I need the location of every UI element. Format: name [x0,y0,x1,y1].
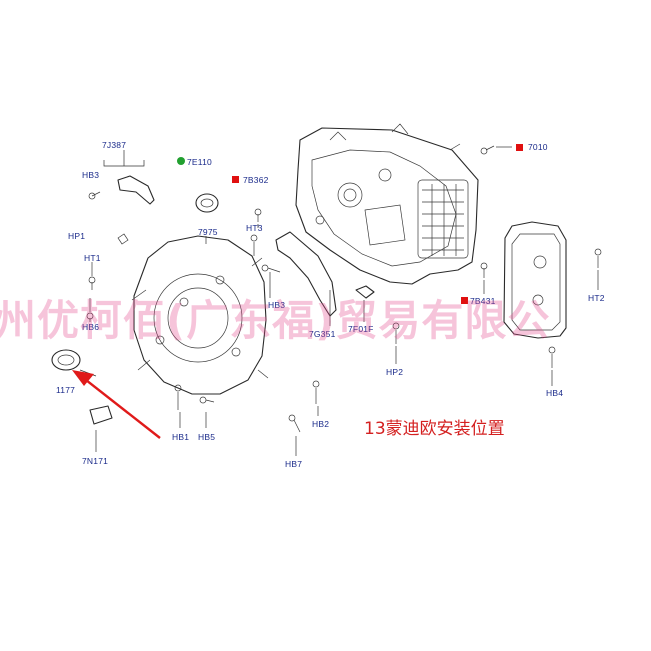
label-HB2: HB2 [312,419,330,429]
red-square-marker [461,297,468,304]
label-HB3-mid: HB3 [268,300,286,310]
watermark-text: 州优柯佰(广东福)贸易有限公 [0,296,551,345]
side-cover [503,221,567,339]
label-1177: 1177 [56,385,76,395]
converter-housing [131,235,269,395]
leader-lines [79,146,599,456]
install-location-note: 13蒙迪欧安装位置 [364,419,505,439]
label-7975: 7975 [198,227,218,237]
label-HT2: HT2 [588,293,605,303]
clip-7F01F [355,285,375,299]
red-square-marker [232,176,239,183]
label-7010: 7010 [528,142,548,152]
label-7B362: 7B362 [243,175,269,185]
green-circle-marker [177,157,185,165]
label-7J387: 7J387 [102,140,127,150]
label-HT1: HT1 [84,253,101,263]
bearing-cup-7N171 [89,405,113,425]
label-HB3-top: HB3 [82,170,100,180]
label-7N171: 7N171 [82,456,109,466]
label-7F01F: 7F01F [348,324,374,334]
label-7B431: 7B431 [470,296,496,306]
label-HB5: HB5 [198,432,216,442]
label-HP1: HP1 [68,231,86,241]
shift-lever-7J387 [88,150,155,205]
label-HP2: HP2 [386,367,404,377]
seal-7E110 [195,193,219,213]
transmission-case [295,123,479,285]
label-HB7: HB7 [285,459,303,469]
label-HB1: HB1 [172,432,190,442]
red-pointer-arrow [72,370,161,439]
label-7G351: 7G351 [309,329,336,339]
label-HB6: HB6 [82,322,100,332]
label-HB4: HB4 [546,388,564,398]
red-square-marker [516,144,523,151]
label-7E110: 7E110 [187,157,212,167]
bolts [86,145,602,433]
axle-seal-1177 [51,349,81,371]
label-HT3: HT3 [246,223,263,233]
